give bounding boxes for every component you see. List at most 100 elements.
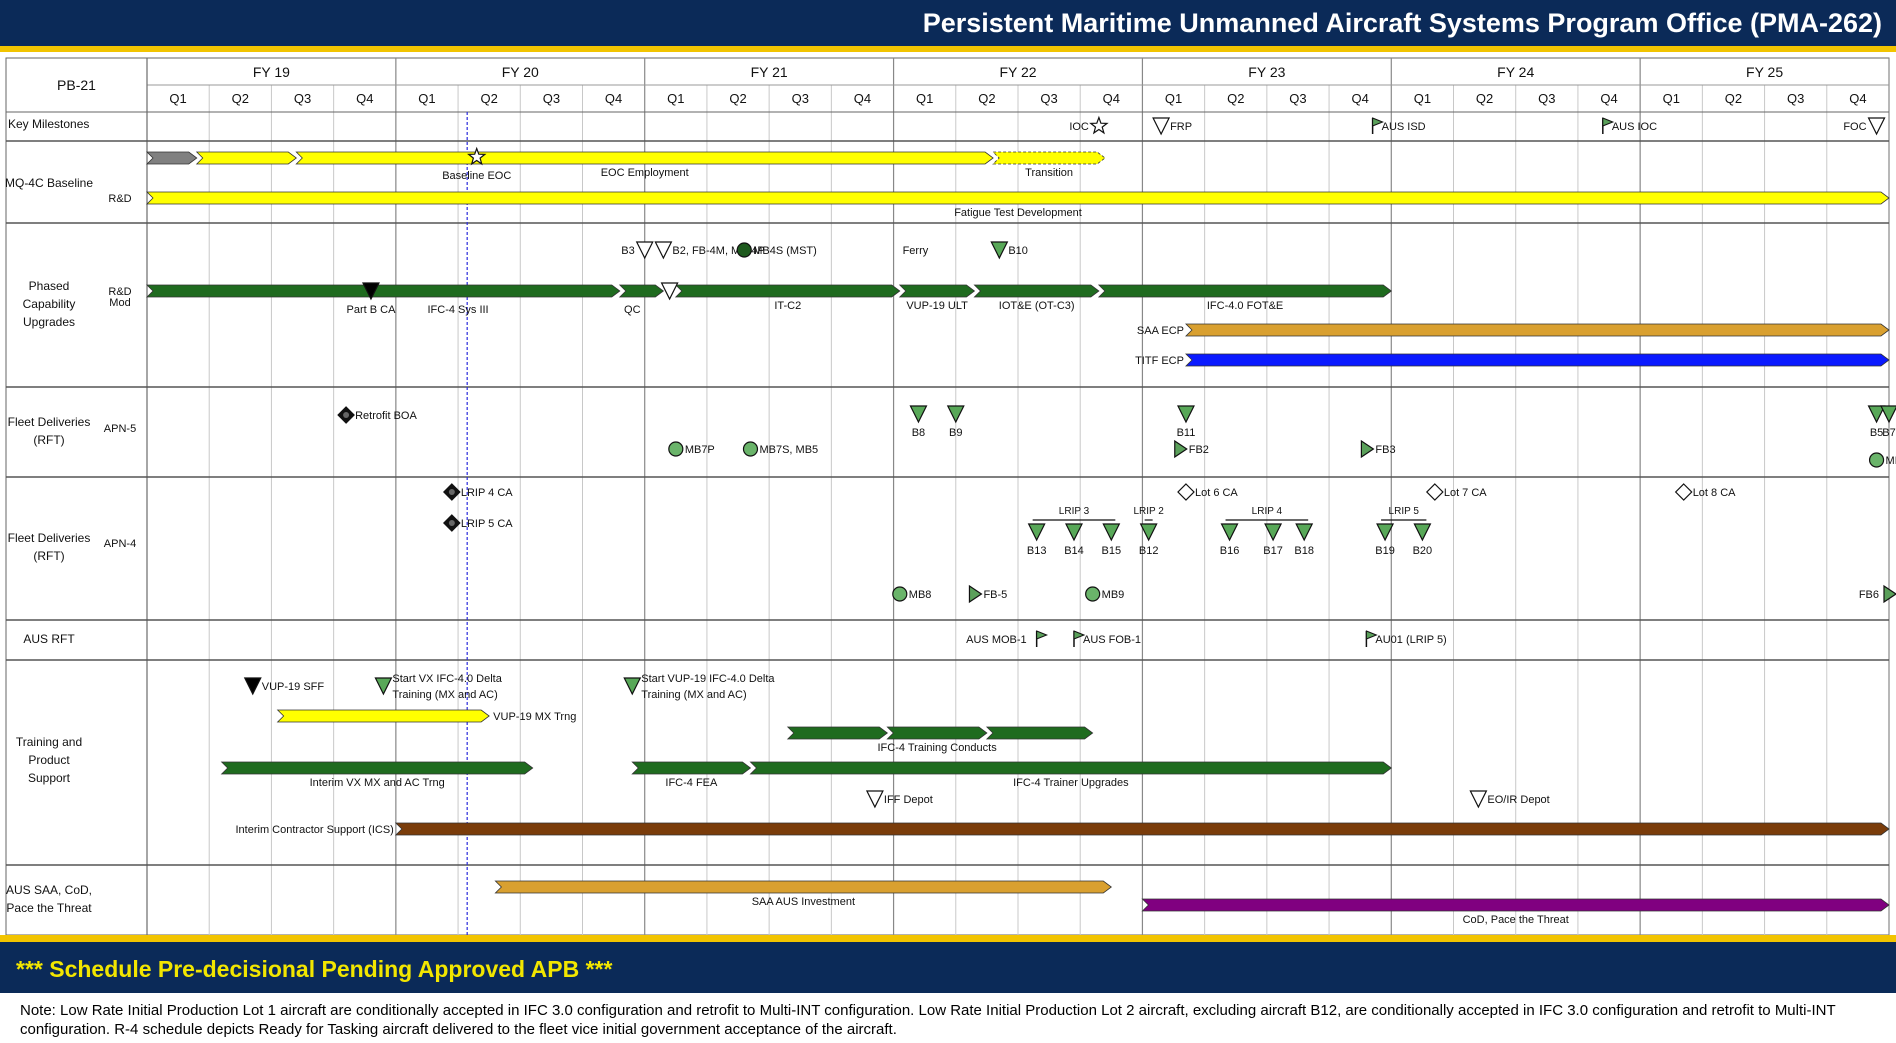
milestone-diamond (1177, 483, 1195, 501)
milestone-triangle (990, 241, 1009, 260)
row-label: AUS RFT (23, 632, 75, 646)
quarter-label: Q2 (481, 91, 498, 106)
row-label: Product (28, 753, 70, 767)
bar-label: CoD, Pace the Threat (1463, 914, 1569, 926)
milestone-label: B12 (1139, 545, 1159, 557)
milestone-label: B20 (1413, 545, 1433, 557)
milestone-diamond-core (448, 489, 455, 495)
schedule-bar (146, 284, 621, 298)
corner-label: PB-21 (57, 77, 96, 93)
quarter-label: Q4 (1600, 91, 1617, 106)
milestone-flag (1365, 630, 1378, 640)
milestone-label: Baseline EOC (442, 170, 511, 182)
lrip-label: LRIP 5 (1389, 506, 1420, 517)
milestone-triangle (623, 677, 642, 696)
milestone-label: IFC-4 Sys III (428, 304, 489, 316)
quarter-label: Q3 (1289, 91, 1306, 106)
row-label: (RFT) (33, 549, 64, 563)
milestone-circle (1085, 586, 1101, 602)
quarter-label: Q1 (1165, 91, 1182, 106)
milestone-triangle (1139, 523, 1158, 542)
row-label: MQ-4C Baseline (5, 176, 93, 190)
milestone-label: EO/IR Depot (1487, 794, 1549, 806)
milestone-triangle (909, 405, 928, 424)
milestone-label: B15 (1102, 545, 1122, 557)
milestone-star (1089, 115, 1109, 135)
milestone-flag (1602, 117, 1615, 127)
milestone-play (1174, 439, 1188, 459)
milestone-label: B7 (1882, 427, 1895, 439)
milestone-triangle (1376, 523, 1395, 542)
quarter-label: Q1 (667, 91, 684, 106)
fiscal-year-label: FY 24 (1497, 64, 1534, 80)
row-label: Phased (29, 279, 70, 293)
schedule-bar (618, 284, 665, 298)
row-label: Support (28, 771, 71, 785)
row-label: Pace the Threat (6, 901, 92, 915)
schedule-bar (985, 726, 1094, 740)
milestone-triangle (1867, 405, 1886, 424)
fiscal-year-label: FY 20 (502, 64, 539, 80)
milestone-triangle (654, 241, 673, 260)
schedule-bar (146, 191, 1890, 205)
milestone-label: Start VX IFC-4.0 Delta (392, 673, 502, 685)
milestone-label: MB7P (685, 444, 715, 456)
milestone-label: QC (624, 304, 641, 316)
milestone-circle (668, 441, 684, 457)
quarter-label: Q1 (916, 91, 933, 106)
bar-label: Interim VX MX and AC Trng (310, 777, 445, 789)
milestone-label: B8 (912, 427, 925, 439)
quarter-label: Q3 (1040, 91, 1057, 106)
chart-frame (5, 57, 1890, 935)
milestone-label: Training (MX and AC) (392, 689, 497, 701)
bar-side-label: SAA ECP (1137, 325, 1184, 337)
fiscal-year-label: FY 23 (1248, 64, 1285, 80)
schedule-bar (494, 880, 1112, 894)
milestone-label: Training (MX and AC) (641, 689, 746, 701)
milestone-play (968, 584, 983, 604)
row-label: Capability (23, 297, 76, 311)
milestone-star (467, 146, 487, 166)
row-label: Key Milestones (8, 117, 89, 131)
title-bar: Persistent Maritime Unmanned Aircraft Sy… (0, 0, 1896, 52)
schedule-bar (1185, 323, 1890, 337)
milestone-play (1883, 584, 1896, 604)
bar-label: EOC Employment (601, 167, 689, 179)
milestone-label: Lot 6 CA (1195, 487, 1238, 499)
row-sublabel: R&D (108, 286, 131, 298)
lrip-label: LRIP 4 (1252, 506, 1283, 517)
schedule-bar (674, 284, 901, 298)
row-sublabel: Mod (109, 297, 130, 309)
milestone-label: B11 (1177, 427, 1196, 439)
milestone-label: B17 (1263, 545, 1283, 557)
milestone-diamond-core (343, 412, 350, 418)
milestone-label: MB8 (909, 589, 932, 601)
milestone-triangle (635, 241, 654, 260)
quarter-label: Q1 (1663, 91, 1680, 106)
milestone-triangle (1177, 405, 1195, 424)
quarter-label: Q2 (1227, 91, 1244, 106)
schedule-bar (973, 284, 1100, 298)
schedule-bar (1185, 353, 1890, 367)
schedule-bar (898, 284, 976, 298)
quarter-label: Q4 (1352, 91, 1369, 106)
quarter-label: Q4 (356, 91, 373, 106)
row-label: Fleet Deliveries (8, 415, 91, 429)
bar-label: IT-C2 (774, 300, 801, 312)
milestone-label: IFF Depot (884, 794, 933, 806)
row-label: (RFT) (33, 433, 64, 447)
milestone-label: FB3 (1375, 444, 1395, 456)
fiscal-year-label: FY 25 (1746, 64, 1783, 80)
quarter-label: Q4 (1849, 91, 1866, 106)
milestone-flag (1372, 117, 1384, 127)
milestone-triangle (1295, 523, 1314, 542)
milestone-label: B19 (1375, 545, 1395, 557)
milestone-label: B5 (1870, 427, 1883, 439)
milestone-label: Lot 8 CA (1693, 487, 1736, 499)
milestone-triangle (1880, 405, 1896, 424)
milestone-label: Ferry (903, 245, 929, 257)
milestone-label: IOC (1069, 121, 1089, 133)
milestone-label: FB2 (1189, 444, 1209, 456)
milestone-label: MB7S, MB5 (759, 444, 818, 456)
